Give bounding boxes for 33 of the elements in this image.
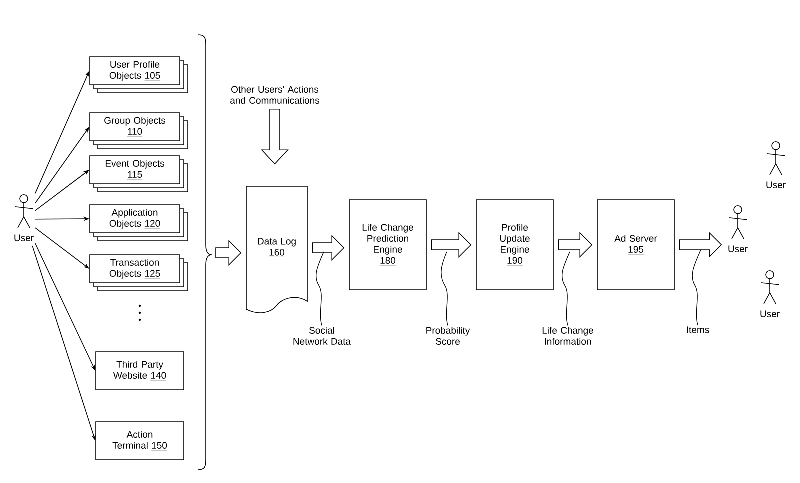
input-text: Other Users' Actions and Communications (230, 86, 320, 104)
node-label: User (766, 182, 786, 188)
process-box: Profile Update Engine 190 (476, 200, 554, 290)
block-arrow (432, 232, 472, 258)
stacked-box: Event Objects 115 (90, 156, 188, 192)
leader-line (316, 252, 324, 326)
process-box: Action Terminal 150 (96, 422, 184, 460)
leader-line (441, 252, 448, 326)
callout-text: Social Network Data (294, 327, 352, 345)
user-figure: User (760, 270, 780, 318)
callout-text: Life Change Information (542, 327, 594, 345)
block-arrow (312, 235, 345, 261)
block-arrow (216, 240, 242, 266)
leader-line (562, 252, 570, 326)
callout-text: Probability Score (426, 327, 470, 345)
callout-text: Items (687, 326, 710, 334)
node-label: User (728, 246, 748, 252)
block-arrow (558, 232, 593, 258)
block-arrow (680, 232, 722, 258)
stacked-box: User Profile Objects 105 (90, 56, 188, 94)
process-box: Ad Server 195 (597, 200, 675, 290)
node-label: User (14, 234, 34, 242)
stacked-box: Group Objects 110 (90, 112, 188, 150)
stacked-box: Transaction Objects 125 (90, 254, 188, 292)
user-figure: User (728, 206, 748, 252)
process-box: Life Change Prediction Engine 180 (349, 200, 427, 290)
block-arrow (261, 109, 289, 165)
user-figure: User (14, 194, 34, 242)
node-label: User (760, 310, 780, 318)
stacked-box: Application Objects 120 (90, 204, 188, 242)
process-box: Third Party Website 140 (96, 352, 184, 390)
user-figure: User (766, 142, 786, 188)
leader-line (692, 250, 702, 326)
